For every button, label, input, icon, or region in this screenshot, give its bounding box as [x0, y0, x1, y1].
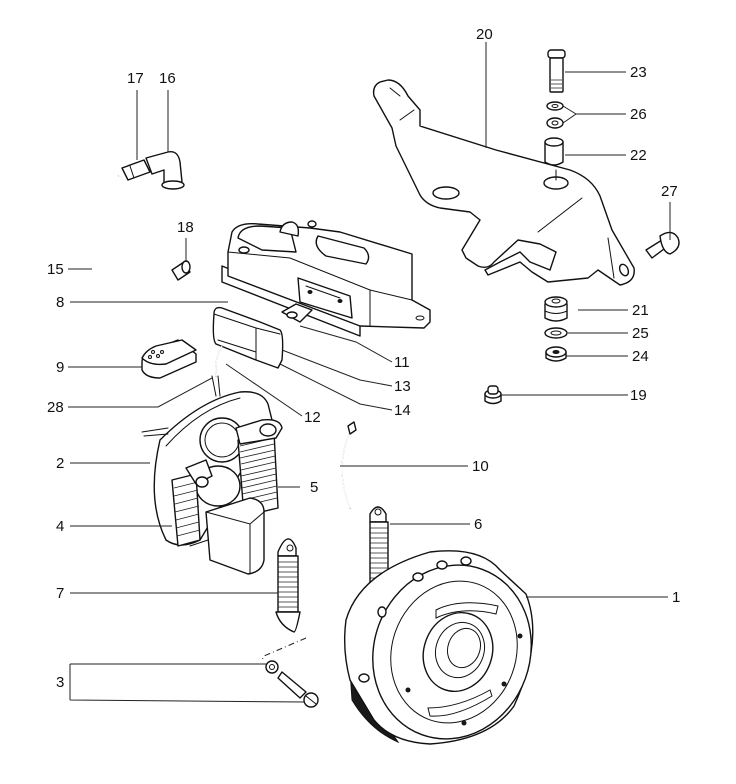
callout-26: 26 — [630, 106, 647, 123]
callout-13: 13 — [394, 378, 411, 395]
part-11-connector-housing — [212, 306, 284, 369]
part-7-coil — [261, 538, 307, 661]
part-24-nut — [545, 346, 567, 362]
part-10-wire-lead — [341, 421, 357, 509]
part-19-cap-plug — [484, 385, 502, 405]
callout-27: 27 — [661, 183, 678, 200]
callout-22: 22 — [630, 147, 647, 164]
callout-4: 4 — [56, 518, 64, 535]
callout-15: 15 — [47, 261, 64, 278]
leader-lines — [68, 42, 671, 703]
part-17-lead-sleeve — [121, 159, 151, 181]
callout-18: 18 — [177, 219, 194, 236]
callout-1: 1 — [672, 589, 680, 606]
callout-19: 19 — [630, 387, 647, 404]
callout-2: 2 — [56, 455, 64, 472]
part-28-wire-lead — [215, 345, 223, 377]
part-22-spacer — [544, 137, 564, 181]
callout-14: 14 — [394, 402, 411, 419]
callout-3: 3 — [56, 674, 64, 691]
callout-10: 10 — [472, 458, 489, 475]
part-4-coil — [171, 459, 213, 547]
part-20-mounting-bracket — [372, 79, 635, 286]
part-18-lead-terminal — [171, 260, 191, 281]
callout-11: 11 — [394, 354, 410, 371]
callout-20: 20 — [476, 26, 493, 43]
callout-24: 24 — [632, 348, 649, 365]
callout-16: 16 — [159, 70, 176, 87]
part-26-washers — [546, 101, 564, 129]
callout-8: 8 — [56, 294, 64, 311]
part-16-spark-plug-cap — [145, 151, 185, 190]
capacitor-box — [189, 497, 265, 575]
callout-25: 25 — [632, 325, 649, 342]
callout-17: 17 — [127, 70, 144, 87]
callout-labels: 17 16 18 15 8 9 28 11 13 14 12 2 4 5 7 3… — [47, 26, 680, 691]
part-21-rubber-mount — [544, 296, 568, 322]
callout-6: 6 — [474, 516, 482, 533]
part-25-washer — [544, 327, 568, 339]
part-9-connector-cap — [141, 339, 197, 379]
callout-23: 23 — [630, 64, 647, 81]
callout-28: 28 — [47, 399, 64, 416]
callout-9: 9 — [56, 359, 64, 376]
part-1-flywheel-rotor — [343, 550, 534, 745]
part-27-bolt — [645, 231, 680, 259]
part-5-coil — [235, 418, 283, 517]
part-8-ignition-control-unit — [221, 220, 431, 337]
callout-7: 7 — [56, 585, 64, 602]
part-23-bolt — [547, 49, 566, 93]
callout-21: 21 — [632, 302, 649, 319]
part-3-screw-and-washer — [265, 660, 319, 708]
part-15-high-tension-lead — [86, 174, 179, 282]
callout-12: 12 — [304, 409, 321, 426]
callout-5: 5 — [310, 479, 318, 496]
